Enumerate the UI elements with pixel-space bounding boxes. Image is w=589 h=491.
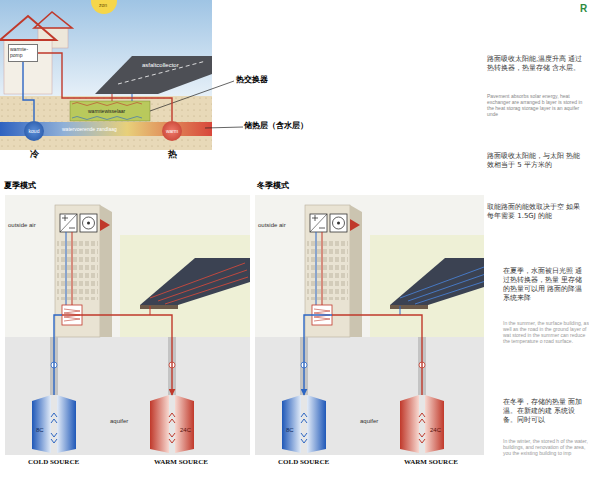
sun (91, 0, 117, 14)
node-text: koud (24, 128, 44, 134)
exchanger-wave (72, 117, 142, 120)
node-text: warm (162, 128, 182, 134)
pipe-connector (23, 62, 34, 121)
warm-source: 24CWARM SOURCE (150, 395, 194, 453)
sun-label: zon (99, 2, 107, 8)
node-caption: 冷 (24, 149, 44, 159)
pipe (316, 232, 317, 305)
well-half (400, 395, 419, 453)
part-label: warmtewisselaar (88, 108, 125, 114)
source-caption: COLD SOURCE (278, 458, 329, 466)
source-caption: WARM SOURCE (154, 458, 208, 466)
well-half (282, 395, 301, 453)
section-heading: 夏季模式 (4, 181, 36, 191)
pipe (322, 232, 323, 305)
heat-exchanger (70, 101, 150, 121)
flow-chevrons (169, 413, 175, 443)
road-pipe (165, 277, 248, 304)
body-text: 在冬季，存储的热量 面加温。在新建的建 系统设备。同时可以 (503, 398, 589, 425)
road-pipe (150, 263, 245, 298)
exchanger-wave (72, 103, 142, 106)
part-label: outside air (258, 222, 286, 229)
well-half (32, 395, 51, 453)
house-roof (0, 16, 56, 40)
winter-exchanger (312, 305, 332, 325)
leader-line (150, 81, 234, 111)
pipe-connector (54, 315, 172, 395)
node-caption: 热 (162, 149, 182, 159)
callout-label: 储热层（含水层） (244, 121, 308, 131)
flow-chevrons (51, 413, 57, 443)
cold-circle: koud冷 (24, 121, 44, 141)
source-caption: COLD SOURCE (28, 458, 79, 466)
pipe-line (23, 62, 34, 121)
cold-source: 8CCOLD SOURCE (282, 395, 326, 453)
body-text: In the winter, the stored h of the water… (503, 438, 589, 456)
warm-circle: warm热 (162, 121, 182, 141)
node-text: warmte- pomp (10, 47, 34, 58)
callout-label: 热交换器 (236, 75, 268, 85)
cold-source: 8CCOLD SOURCE (32, 395, 76, 453)
winter-scene (255, 195, 484, 455)
body-text: 路面吸收太阳能，与太阳 热能效相当于 5 平方米的 (487, 152, 587, 170)
sky (0, 0, 212, 96)
well-shape (282, 395, 326, 453)
warm-source: 24CWARM SOURCE (400, 395, 444, 453)
summer-exchanger (62, 305, 82, 325)
part-label: watervoerende zandlaag (62, 126, 117, 132)
part-label: aquifer (110, 418, 128, 425)
body-text: 路面吸收太阳能,温度升高 通过热转换器，热量存储 含水层。 (487, 55, 587, 73)
house-body (4, 40, 52, 94)
pipe (66, 232, 67, 305)
pipe-line (304, 315, 332, 395)
section-heading: 冬季模式 (257, 181, 289, 191)
well-half (307, 395, 326, 453)
heat-pump-box: warmte- pomp (8, 44, 38, 62)
body-text: 在夏季，水面被日光照 通过热转换器，热量 里存储的热量可以用 路面的降温系统来降 (503, 267, 589, 303)
source-caption: WARM SOURCE (404, 458, 458, 466)
temperature-value: 8C (36, 427, 44, 434)
winter-base (255, 195, 484, 455)
well-half (57, 395, 76, 453)
flow-chevrons (301, 413, 307, 443)
road-marking (118, 61, 206, 84)
well-half (425, 395, 444, 453)
well-shape (400, 395, 444, 453)
body-text: 取能路面的能效取决于空 如果每年需要 1.5GJ 的能 (487, 203, 587, 221)
page-marker: R (580, 3, 587, 14)
part-label: asfaltcollector (142, 62, 179, 69)
asphalt-road (95, 56, 212, 94)
pipe (150, 306, 151, 315)
pipe (400, 306, 401, 315)
pipe (112, 94, 113, 101)
pipe (72, 232, 73, 305)
pipe-line (54, 315, 62, 395)
well-half (150, 395, 169, 453)
body-text: In the summer, the surface building, as … (503, 320, 589, 344)
summer-scene (5, 195, 250, 455)
part-label: aquifer (360, 418, 378, 425)
temperature-value: 24C (430, 427, 441, 434)
road-pipe (158, 270, 247, 301)
well-shape (32, 395, 76, 453)
sand-ground (0, 96, 212, 150)
road-pipe (400, 263, 484, 298)
flow-chevrons (419, 413, 425, 443)
pipe-line (332, 315, 422, 395)
temperature-value: 24C (180, 427, 191, 434)
road-pipe (415, 277, 484, 304)
temperature-value: 8C (286, 427, 294, 434)
part-label: outside air (8, 222, 36, 229)
leader-line (205, 127, 243, 128)
pipe-connector (304, 315, 422, 395)
well-half (175, 395, 194, 453)
body-text: Pavement absorbs solar energy, heat exch… (487, 93, 587, 117)
sand-texture (0, 96, 212, 150)
pipe (132, 94, 133, 101)
pipe-line (62, 315, 172, 395)
well-shape (150, 395, 194, 453)
